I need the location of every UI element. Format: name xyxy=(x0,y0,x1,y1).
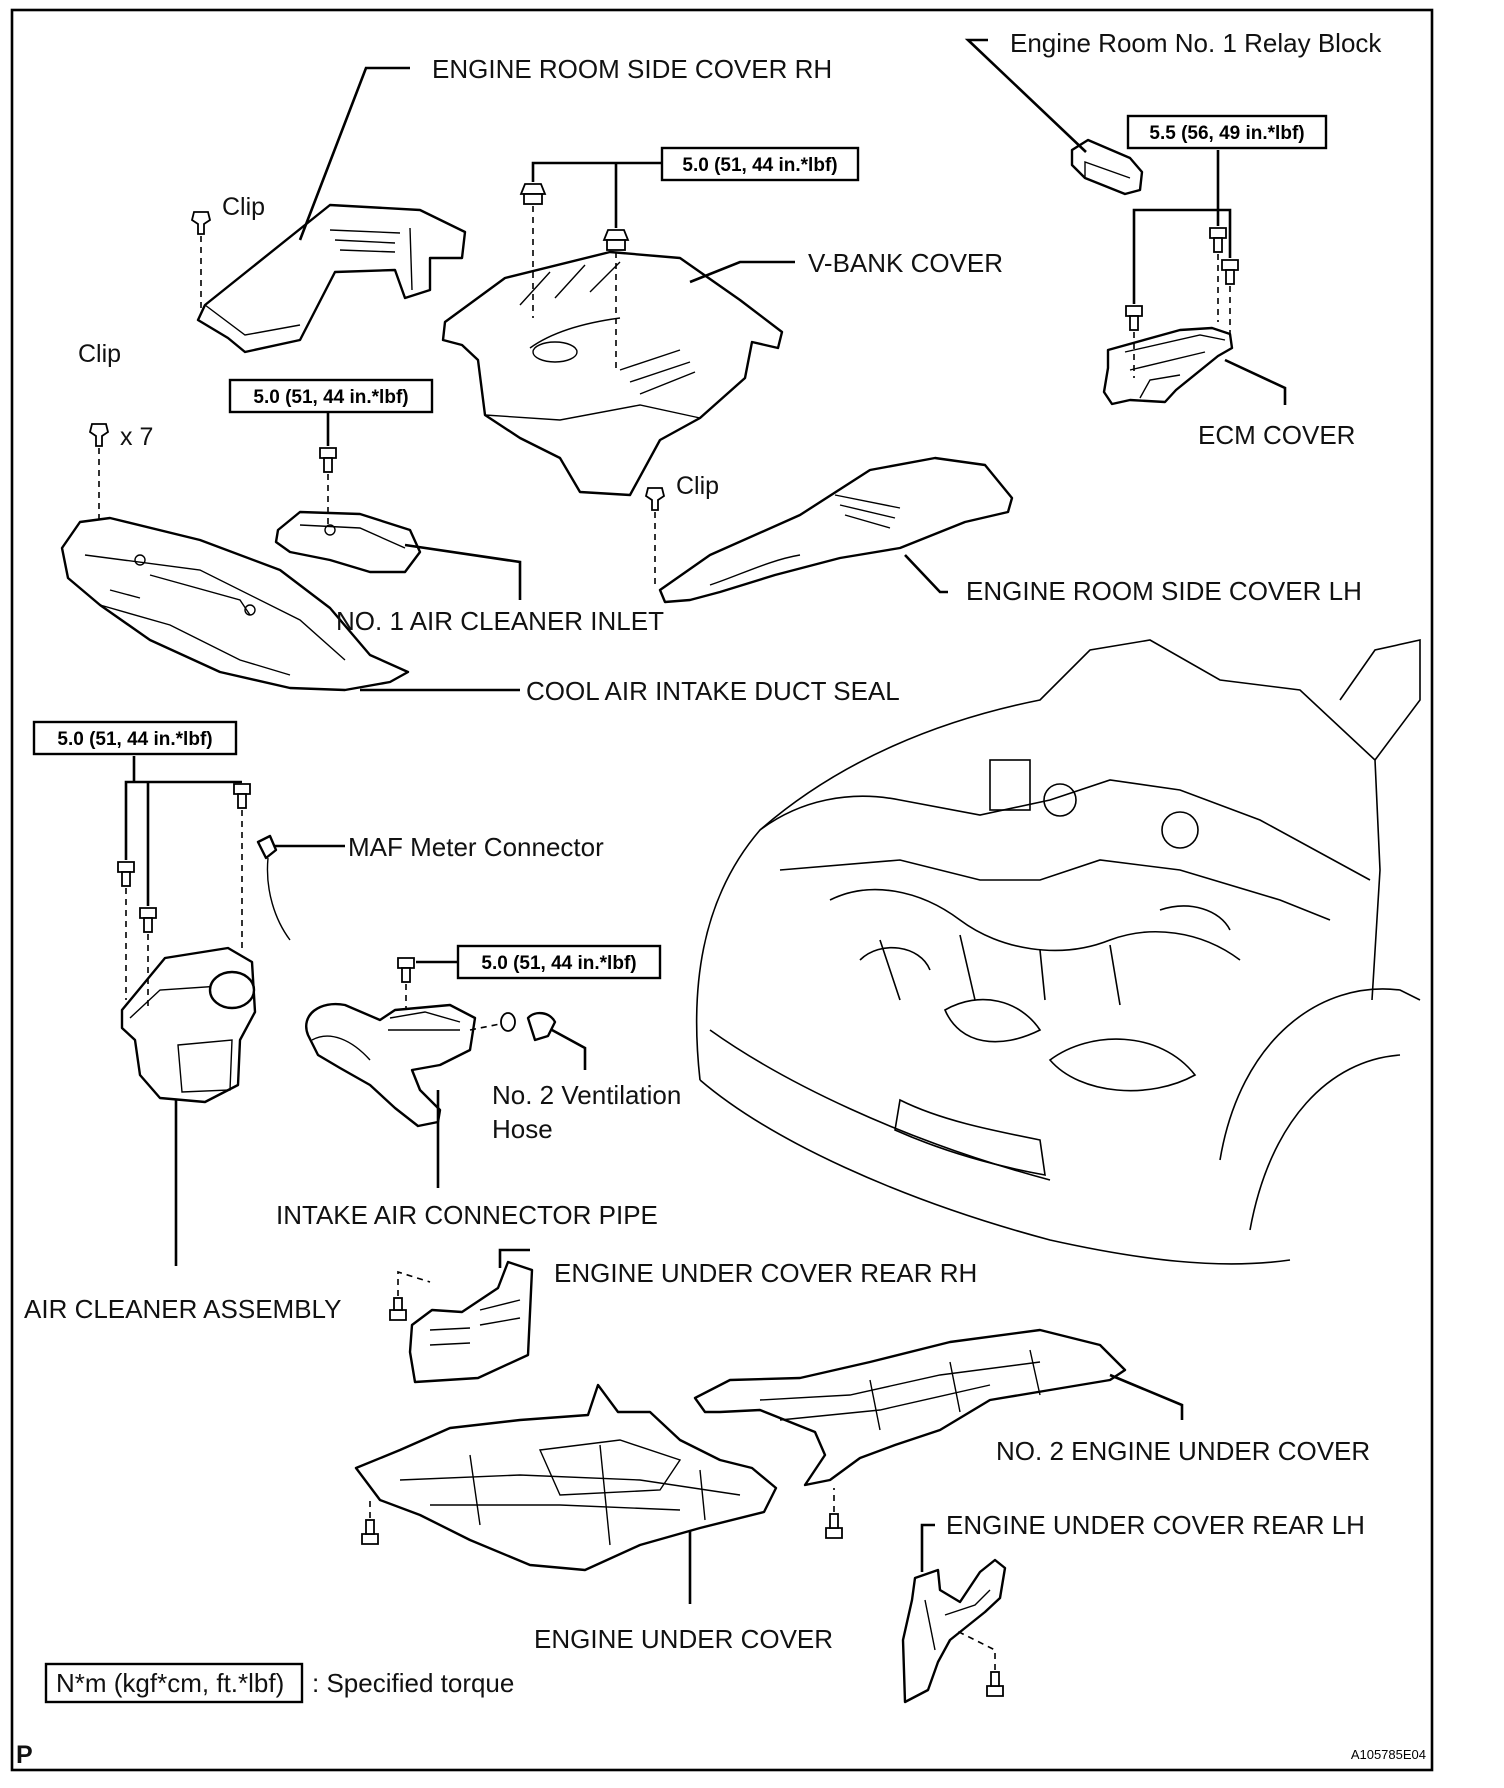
ventilation-hose xyxy=(500,1011,557,1042)
bolt-icon xyxy=(389,1297,407,1321)
engine-room-side-cover-lh xyxy=(658,456,1014,604)
bolt-icon xyxy=(233,783,251,809)
engine-room-side-cover-rh xyxy=(196,203,467,354)
leader-relay-block xyxy=(964,38,1087,153)
label-ecm-cover: ECM COVER xyxy=(1198,420,1355,450)
label-pipe: INTAKE AIR CONNECTOR PIPE xyxy=(276,1200,658,1230)
no2-engine-under-cover xyxy=(693,1328,1127,1487)
label-air-cleaner: AIR CLEANER ASSEMBLY xyxy=(24,1294,341,1324)
corner-mark: P xyxy=(16,1741,33,1769)
engine-under-cover-rear-lh xyxy=(901,1558,1007,1704)
label-under-rear-lh: ENGINE UNDER COVER REAR LH xyxy=(946,1510,1365,1540)
bolt-icon xyxy=(825,1513,843,1539)
nut-icon xyxy=(602,229,630,251)
label-under-cover: ENGINE UNDER COVER xyxy=(534,1624,833,1654)
leader-side-cover-lh xyxy=(904,554,948,594)
label-duct-seal: COOL AIR INTAKE DUCT SEAL xyxy=(526,676,900,706)
leader-v-bank xyxy=(689,260,795,284)
air-cleaner-assembly xyxy=(120,946,257,1104)
label-hose-2: Hose xyxy=(492,1114,553,1144)
bolt-icon xyxy=(986,1671,1004,1697)
clip-icon xyxy=(644,487,666,511)
bolt-guide-line xyxy=(954,1629,996,1670)
nut-icon xyxy=(519,183,547,205)
label-under-rear-rh: ENGINE UNDER COVER REAR RH xyxy=(554,1258,977,1288)
label-relay-block: Engine Room No. 1 Relay Block xyxy=(1010,28,1382,58)
legend-description: : Specified torque xyxy=(312,1668,514,1698)
v-bank-cover xyxy=(441,250,784,497)
label-no2-under: NO. 2 ENGINE UNDER COVER xyxy=(996,1436,1370,1466)
label-engine-room-side-cover-rh: ENGINE ROOM SIDE COVER RH xyxy=(432,54,832,84)
bolt-icon xyxy=(397,957,415,983)
torque-box-air-cleaner xyxy=(32,720,238,756)
torque-bracket-v-bank xyxy=(531,161,662,228)
label-x7: x 7 xyxy=(120,423,153,451)
legend-box-text: N*m (kgf*cm, ft.*lbf) xyxy=(56,1668,284,1698)
label-side-cover-lh: ENGINE ROOM SIDE COVER LH xyxy=(966,576,1362,606)
label-clip-3: Clip xyxy=(676,472,719,500)
engine-under-cover-rear-rh xyxy=(408,1260,534,1384)
cool-air-intake-duct-seal xyxy=(60,516,410,692)
intake-air-connector-pipe xyxy=(305,1002,477,1128)
leader-side-cover-rh xyxy=(298,66,410,241)
vehicle-front-illustration xyxy=(695,639,1421,1265)
label-v-bank-cover: V-BANK COVER xyxy=(808,248,1003,278)
hose-guide-line xyxy=(469,1023,501,1031)
bolt-icon xyxy=(1209,227,1227,253)
torque-value-air-cleaner: 5.0 (51, 44 in.*lbf) xyxy=(57,729,212,750)
bolt-icon xyxy=(1221,259,1239,285)
torque-value-inlet: 5.0 (51, 44 in.*lbf) xyxy=(253,387,408,408)
clip-icon xyxy=(88,423,110,447)
figure-id: A105785E04 xyxy=(1351,1747,1426,1762)
bolt-icon xyxy=(139,907,157,933)
bolt-icon xyxy=(319,447,337,473)
no1-air-cleaner-inlet xyxy=(274,510,422,574)
engine-under-cover xyxy=(354,1383,778,1572)
leader-inlet xyxy=(404,543,522,600)
torque-bracket-ecm xyxy=(1132,150,1232,304)
bolt-guide-line xyxy=(397,1270,431,1296)
torque-value-pipe: 5.0 (51, 44 in.*lbf) xyxy=(481,953,636,974)
leader-under-rear-rh xyxy=(498,1248,530,1268)
bolt-icon xyxy=(117,861,135,887)
maf-connector xyxy=(256,834,291,941)
legend-box xyxy=(44,1662,304,1704)
torque-box-pipe xyxy=(456,944,662,980)
leader-ecm xyxy=(1224,358,1287,405)
label-clip-2: Clip xyxy=(78,340,121,368)
air-cleaner-guide-lines xyxy=(125,810,243,1008)
ecm-guide-lines xyxy=(1133,254,1231,378)
torque-value-ecm: 5.5 (56, 49 in.*lbf) xyxy=(1149,123,1304,144)
torque-box-inlet xyxy=(228,378,434,414)
leader-no2-under xyxy=(1109,1373,1184,1420)
torque-value-v-bank: 5.0 (51, 44 in.*lbf) xyxy=(682,155,837,176)
label-clip-1: Clip xyxy=(222,193,265,221)
torque-box-ecm xyxy=(1126,114,1328,150)
relay-block xyxy=(1070,138,1144,196)
label-maf: MAF Meter Connector xyxy=(348,832,604,862)
torque-box-v-bank xyxy=(660,146,860,182)
leader-under-rear-lh xyxy=(920,1523,935,1572)
leader-hose xyxy=(551,1028,587,1070)
diagram-frame xyxy=(10,8,1434,1772)
label-hose-1: No. 2 Ventilation xyxy=(492,1080,681,1110)
clip-icon xyxy=(190,211,212,235)
label-inlet: NO. 1 AIR CLEANER INLET xyxy=(336,606,664,636)
bolt-icon xyxy=(361,1519,379,1545)
torque-bracket-air-cleaner xyxy=(124,756,242,906)
bolt-icon xyxy=(1125,305,1143,331)
ecm-cover xyxy=(1102,326,1234,406)
